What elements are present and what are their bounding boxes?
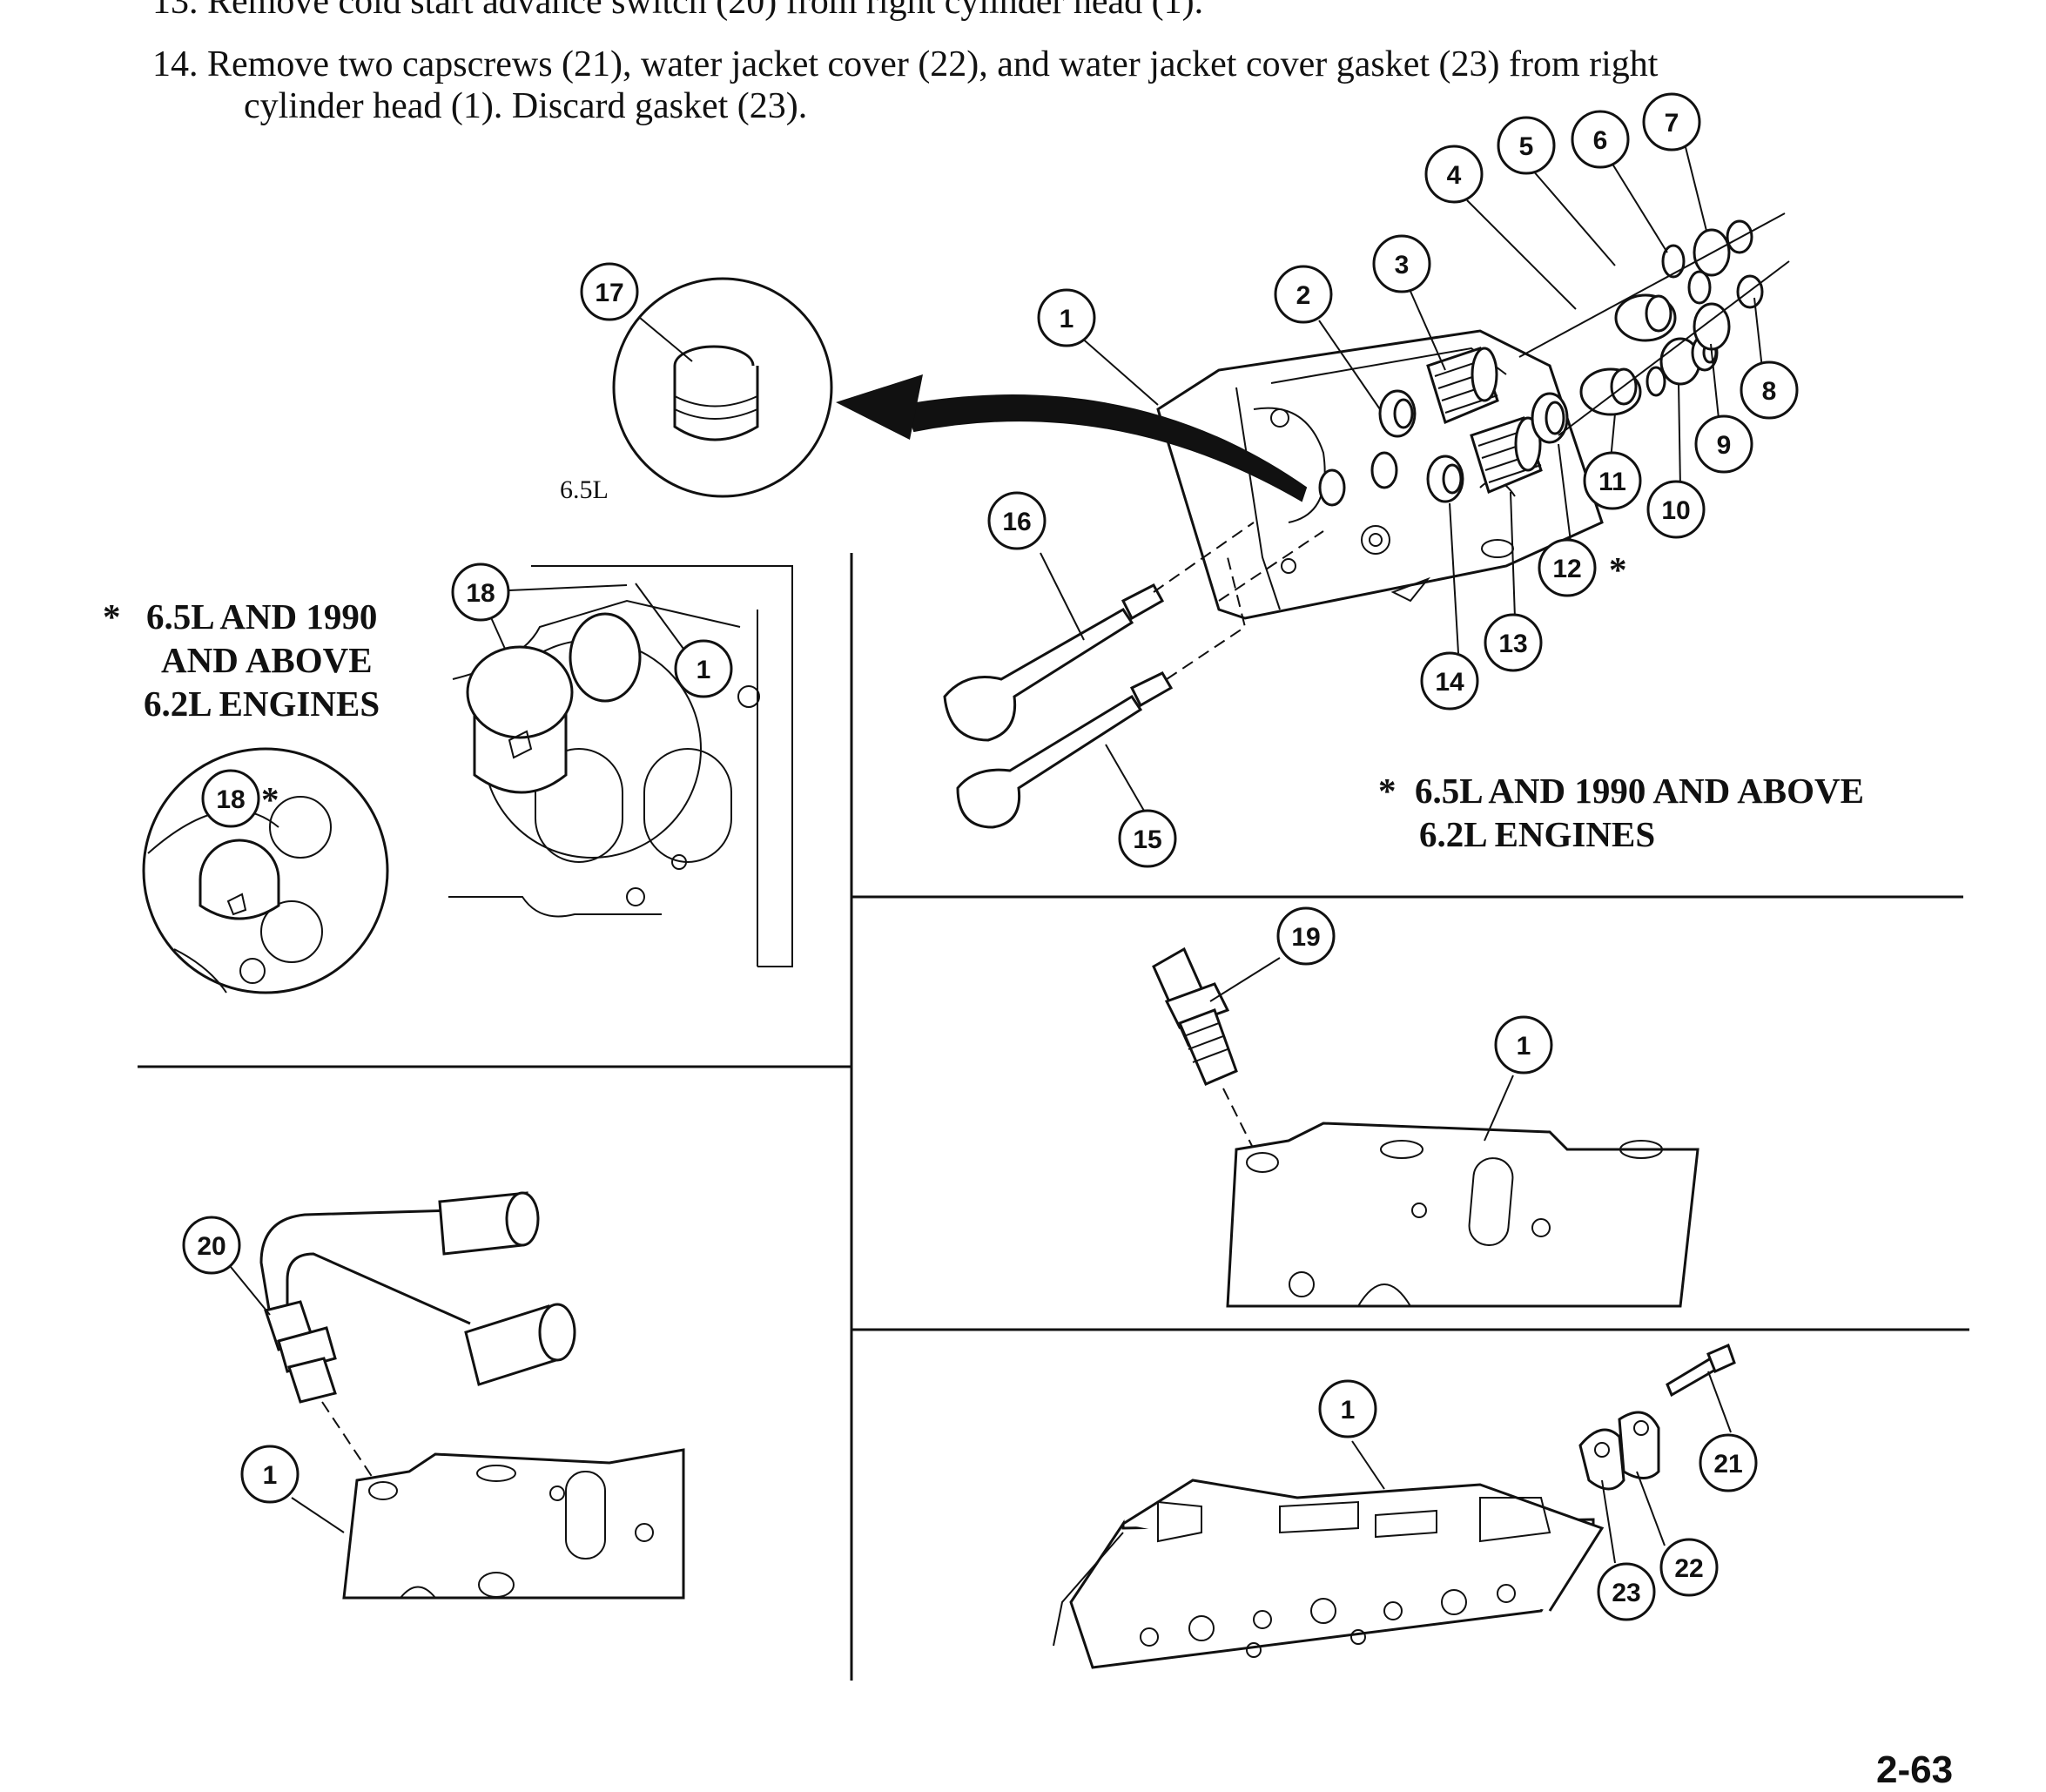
callout-10: 10 [1646,480,1706,539]
svg-text:12: 12 [1552,555,1581,583]
note-left-line1: 6.5L AND 1990 [146,596,377,637]
detail-circle-18 [142,747,389,994]
note-right: * 6.5L AND 1990 AND ABOVE 6.2L ENGINES [1378,771,1864,854]
callout-20: 20 [182,1216,241,1275]
callout-21: 21 [1699,1433,1758,1492]
sensor-19-view [1152,947,1699,1308]
svg-text:9: 9 [1717,431,1732,460]
callout-22: 22 [1659,1538,1719,1597]
callout-18a: 18 [451,563,510,622]
svg-text:16: 16 [1002,508,1031,536]
callout-4: 4 [1424,145,1484,204]
callout-1a: 1 [1037,288,1096,347]
callout-17: 17 [580,262,639,321]
svg-text:8: 8 [1762,377,1777,406]
step-14-text-continued: cylinder head (1). Discard gasket (23). [244,86,808,126]
svg-text:4: 4 [1447,161,1462,190]
svg-text:13: 13 [1498,630,1527,658]
cylinder-head-insert-view [448,565,793,967]
note-right-line2: 6.2L ENGINES [1419,814,1655,854]
callout-3: 3 [1372,234,1431,293]
callout-leaders [230,143,1764,1564]
svg-text:6: 6 [1593,126,1608,155]
svg-text:18: 18 [466,579,495,608]
callout-6: 6 [1571,110,1630,169]
water-jacket-cover-view [1053,1343,1736,1669]
callout-8: 8 [1740,360,1799,420]
step-13: 13. Remove cold start advance switch (20… [152,0,1911,23]
svg-text:20: 20 [197,1232,225,1261]
note-right-line1: 6.5L AND 1990 AND ABOVE [1415,771,1864,811]
note-left: * 6.5L AND 1990 AND ABOVE 6.2L ENGINES [103,596,380,724]
svg-text:10: 10 [1661,496,1690,525]
svg-text:1: 1 [263,1461,278,1490]
svg-text:1: 1 [1341,1396,1356,1425]
callout-7: 7 [1642,92,1701,152]
svg-text:11: 11 [1598,468,1626,496]
step-13-text: Remove cold start advance switch (20) fr… [207,0,1204,22]
svg-text:1: 1 [1060,305,1074,333]
note-left-star: * [103,596,121,637]
callout-14: 14 [1420,651,1479,711]
inset-label: 6.5L [560,475,609,504]
valves [943,522,1324,829]
callout-1d: 1 [240,1445,299,1504]
callout-18b: 18 * [201,769,279,828]
step-14: 14. Remove two capscrews (21), water jac… [152,44,1911,127]
svg-text:7: 7 [1665,109,1679,138]
note-right-star: * [1378,771,1397,811]
svg-text:14: 14 [1435,668,1464,697]
callout-23: 23 [1597,1562,1656,1621]
svg-text:5: 5 [1519,132,1534,161]
step-14-number: 14. [152,44,199,84]
svg-text:1: 1 [697,656,711,684]
callout-15: 15 [1118,809,1177,868]
callout-11: 11 [1583,451,1642,510]
note-left-line3: 6.2L ENGINES [144,684,380,724]
svg-text:23: 23 [1612,1579,1640,1607]
svg-text:1: 1 [1517,1032,1531,1061]
svg-text:18: 18 [216,785,245,814]
callout-12-asterisk: * [1609,549,1627,589]
cold-start-switch-view [259,1191,685,1600]
page-number: 2-63 [1876,1748,1954,1791]
callout-1c: 1 [1494,1015,1553,1075]
callout-1e: 1 [1318,1379,1377,1438]
curved-arrow-head [836,374,923,440]
svg-text:3: 3 [1395,251,1410,280]
note-left-line2: AND ABOVE [161,640,373,680]
svg-text:17: 17 [595,279,623,307]
callout-5: 5 [1497,116,1556,175]
callout-12: 12 [1538,538,1597,597]
svg-text:*: * [261,779,279,819]
callout-2: 2 [1274,265,1333,324]
callout-1b: 1 [674,639,733,698]
svg-text:22: 22 [1674,1554,1703,1583]
svg-text:15: 15 [1133,825,1161,854]
svg-text:21: 21 [1713,1450,1742,1479]
svg-text:2: 2 [1296,281,1311,310]
callout-16: 16 [987,491,1047,550]
valve-springs [1318,212,1790,507]
callout-19: 19 [1276,906,1336,966]
step-14-text: Remove two capscrews (21), water jacket … [207,44,1659,84]
callout-balloons: 1 2 3 4 5 6 7 8 9 10 11 12 13 14 15 16 1… [182,92,1799,1621]
svg-text:19: 19 [1291,923,1320,952]
inset-6-5l: 6.5L [560,277,833,504]
step-13-number: 13. [152,0,199,22]
callout-9: 9 [1694,414,1753,474]
callout-13: 13 [1484,613,1543,672]
panel-dividers [138,553,1969,1681]
